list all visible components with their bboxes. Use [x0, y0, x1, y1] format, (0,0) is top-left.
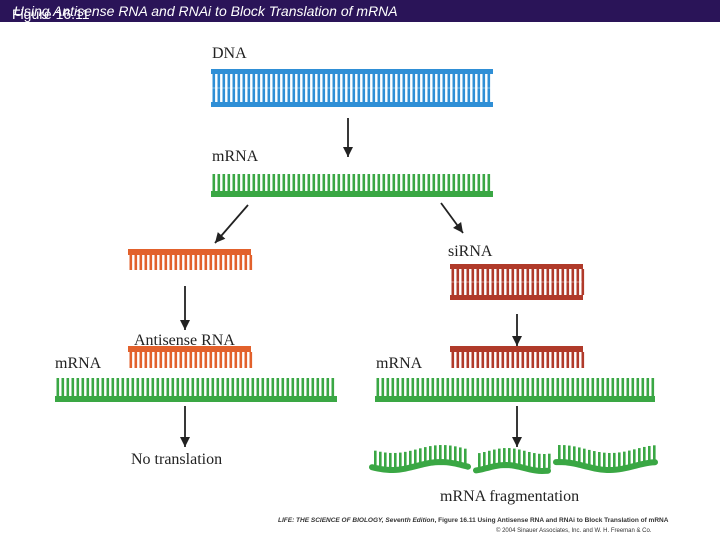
title-bar: Figure 16.11 Using Antisense RNA and RNA…: [0, 0, 720, 22]
diagram-canvas: [55, 69, 658, 475]
label-mrna-left: mRNA: [55, 355, 102, 372]
mrna-fragment-2: [473, 448, 551, 475]
dna-duplex: [211, 69, 493, 107]
figure-number: Figure 16.11: [12, 6, 90, 22]
label-mrna-right: mRNA: [376, 355, 423, 372]
arrow-antisense-binding: [180, 286, 190, 330]
antisense-rna-strand: [128, 249, 253, 270]
arrow-to-antisense: [214, 204, 249, 244]
label-antisense-rna: Antisense RNA: [134, 332, 235, 349]
mrna-right-strand: [375, 378, 655, 402]
copyright-line: © 2004 Sinauer Associates, Inc. and W. H…: [496, 528, 652, 534]
label-no-translation: No translation: [131, 451, 223, 468]
arrows-layer: [180, 118, 522, 447]
figure-title-text: Using Antisense RNA and RNAi to Block Tr…: [13, 3, 398, 19]
label-mrna-fragmentation: mRNA fragmentation: [440, 488, 580, 505]
sirna-duplex: [450, 264, 585, 300]
arrow-dna-to-mrna: [343, 118, 353, 157]
arrow-sirna-binding: [512, 314, 522, 346]
mrna-top-strand: [211, 174, 493, 197]
mrna-left-strand: [55, 378, 337, 402]
label-sirna: siRNA: [448, 243, 493, 260]
mrna-fragment-1: [369, 445, 471, 473]
label-mrna-top: mRNA: [212, 148, 259, 165]
figure-title: Figure 16.11 Using Antisense RNA and RNA…: [6, 3, 398, 22]
strands-layer: [55, 69, 658, 475]
arrow-to-fragmentation: [512, 406, 522, 447]
antisense-bound-strand: [128, 346, 253, 368]
sirna-bound-strand: [450, 346, 585, 368]
credit-line: LIFE: THE SCIENCE OF BIOLOGY, Seventh Ed…: [278, 517, 668, 524]
label-dna: DNA: [212, 45, 247, 62]
credit-caption: , Figure 16.11 Using Antisense RNA and R…: [434, 517, 669, 524]
mrna-fragment-3: [553, 445, 658, 473]
credit-book: LIFE: THE SCIENCE OF BIOLOGY, Seventh Ed…: [278, 517, 435, 524]
arrow-to-sirna: [440, 202, 464, 234]
arrow-to-no-translation: [180, 406, 190, 447]
